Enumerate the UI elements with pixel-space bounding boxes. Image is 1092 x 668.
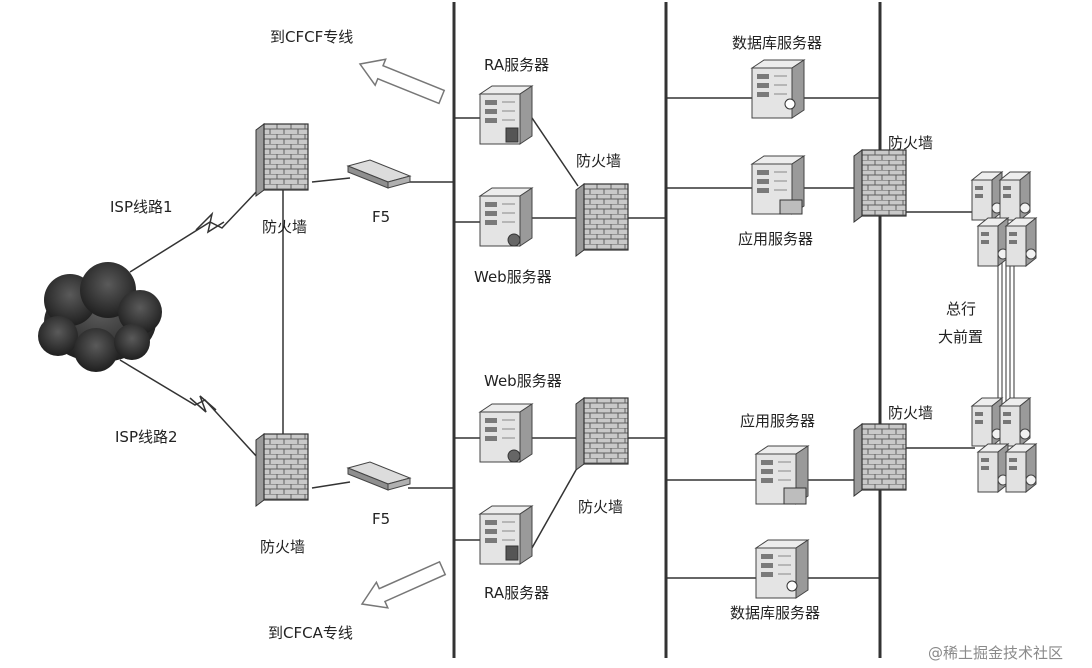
label-ra-top: RA服务器 xyxy=(484,56,549,74)
arrow-to-cfcf-icon xyxy=(354,50,448,111)
label-app-bottom: 应用服务器 xyxy=(740,412,815,430)
hq-cluster-bottom-icon xyxy=(971,397,1037,493)
f5-bottom-icon xyxy=(347,461,411,491)
db-server-bottom-icon xyxy=(755,539,809,599)
firewall-core-top-icon xyxy=(853,149,907,223)
label-isp1: ISP线路1 xyxy=(110,198,173,216)
arrow-to-cfca-icon xyxy=(355,554,449,618)
label-ra-bottom: RA服务器 xyxy=(484,584,549,602)
server-accessory-marks xyxy=(505,98,807,592)
label-web-bottom: Web服务器 xyxy=(484,372,562,390)
label-fw-dmz-bottom: 防火墙 xyxy=(578,498,623,516)
hq-cluster-top-icon xyxy=(971,171,1037,267)
label-web-top: Web服务器 xyxy=(474,268,552,286)
label-fw-core-bottom: 防火墙 xyxy=(888,404,933,422)
hq-trunk-lines xyxy=(997,262,1015,402)
label-app-top: 应用服务器 xyxy=(738,230,813,248)
label-f5-top: F5 xyxy=(372,208,390,226)
label-fw-left-top: 防火墙 xyxy=(262,218,307,236)
isp2-link-bolt xyxy=(189,395,217,413)
label-isp2: ISP线路2 xyxy=(115,428,178,446)
label-hq-front-line2: 大前置 xyxy=(938,328,983,346)
isp1-link-bolt xyxy=(195,211,225,234)
firewall-dmz-top-icon xyxy=(575,183,629,257)
web-server-bottom-icon xyxy=(479,403,533,463)
firewall-dmz-bottom-icon xyxy=(575,397,629,471)
watermark: @稀土掘金技术社区 xyxy=(928,644,1063,662)
label-hq-front-line1: 总行 xyxy=(946,300,976,318)
label-f5-bottom: F5 xyxy=(372,510,390,528)
label-fw-dmz-top: 防火墙 xyxy=(576,152,621,170)
label-db-top: 数据库服务器 xyxy=(732,34,822,52)
label-to-cfcf: 到CFCF专线 xyxy=(270,28,353,46)
label-fw-left-bottom: 防火墙 xyxy=(260,538,305,556)
label-db-bottom: 数据库服务器 xyxy=(730,604,820,622)
label-to-cfca: 到CFCA专线 xyxy=(268,624,353,642)
label-fw-core-top: 防火墙 xyxy=(888,134,933,152)
internet-cloud-icon xyxy=(38,262,162,372)
connection-lines xyxy=(119,97,975,579)
firewall-core-bottom-icon xyxy=(853,423,907,497)
firewall-left-top-icon xyxy=(255,123,309,197)
f5-top-icon xyxy=(347,159,411,189)
db-server-top-icon xyxy=(751,59,805,119)
firewall-left-bottom-icon xyxy=(255,433,309,507)
web-server-top-icon xyxy=(479,187,533,247)
